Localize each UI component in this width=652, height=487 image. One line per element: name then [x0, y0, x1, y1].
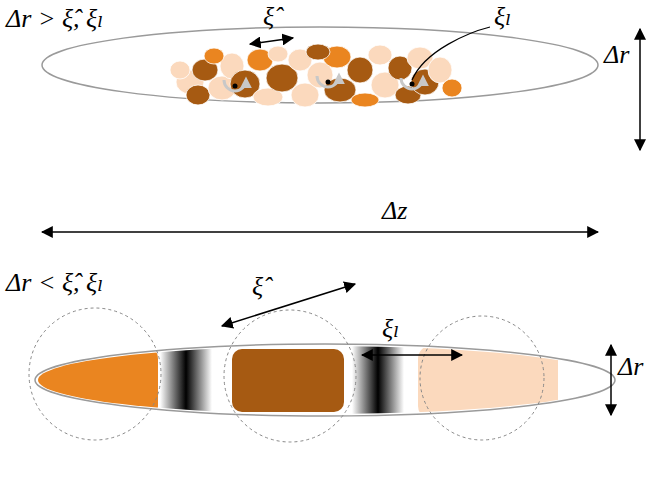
math-label: ξ̂	[263, 2, 274, 32]
domain-blob	[170, 61, 190, 79]
length-arrow	[222, 284, 355, 326]
math-label: Δr < ξ̂, ξₗ	[6, 268, 104, 298]
dashed-circle	[420, 316, 544, 440]
domain-blob	[351, 93, 379, 107]
domain-blob	[30, 345, 158, 420]
math-label: Δr	[604, 40, 629, 70]
dimension-arrow	[639, 29, 641, 150]
domain-blob	[232, 349, 344, 412]
domain-blob	[268, 46, 288, 62]
dimension-arrow	[42, 231, 598, 233]
math-label: Δr > ξ̂, ξₗ	[6, 4, 104, 34]
vortex-curl	[224, 80, 246, 91]
vortex-curls	[224, 76, 423, 91]
dimension-arrow	[610, 345, 612, 415]
dashed-circle	[224, 310, 356, 442]
math-label: ξₗ	[494, 2, 511, 32]
cloud-outline	[35, 344, 615, 416]
vortex-core	[326, 80, 331, 85]
math-label: ξ̂	[252, 272, 263, 302]
length-arrow	[362, 354, 462, 356]
math-label: Δz	[382, 196, 407, 226]
domain-blob	[442, 79, 462, 97]
vortex-curl	[317, 76, 339, 87]
domain-blob	[186, 85, 210, 105]
tube-domains	[30, 340, 558, 420]
vortex-core	[233, 84, 238, 89]
domain-blob	[306, 44, 330, 60]
domain-blob	[347, 57, 373, 83]
dashed-circle	[29, 308, 161, 440]
vortex-core	[410, 82, 415, 87]
domain-blob	[368, 45, 392, 65]
math-label: ξₗ	[382, 314, 399, 344]
domain-wall	[160, 340, 212, 420]
curl-arrow	[224, 80, 246, 91]
curl-arrow	[317, 76, 339, 87]
domain-blob	[428, 57, 452, 83]
cloud-outline	[42, 27, 598, 103]
length-arrow	[250, 38, 293, 44]
domain-blobs	[170, 44, 462, 107]
math-label: Δr	[618, 352, 643, 382]
domain-blob	[418, 345, 558, 420]
leader-line	[412, 27, 490, 80]
domain-wall	[352, 340, 404, 420]
domain-blob	[204, 48, 224, 64]
